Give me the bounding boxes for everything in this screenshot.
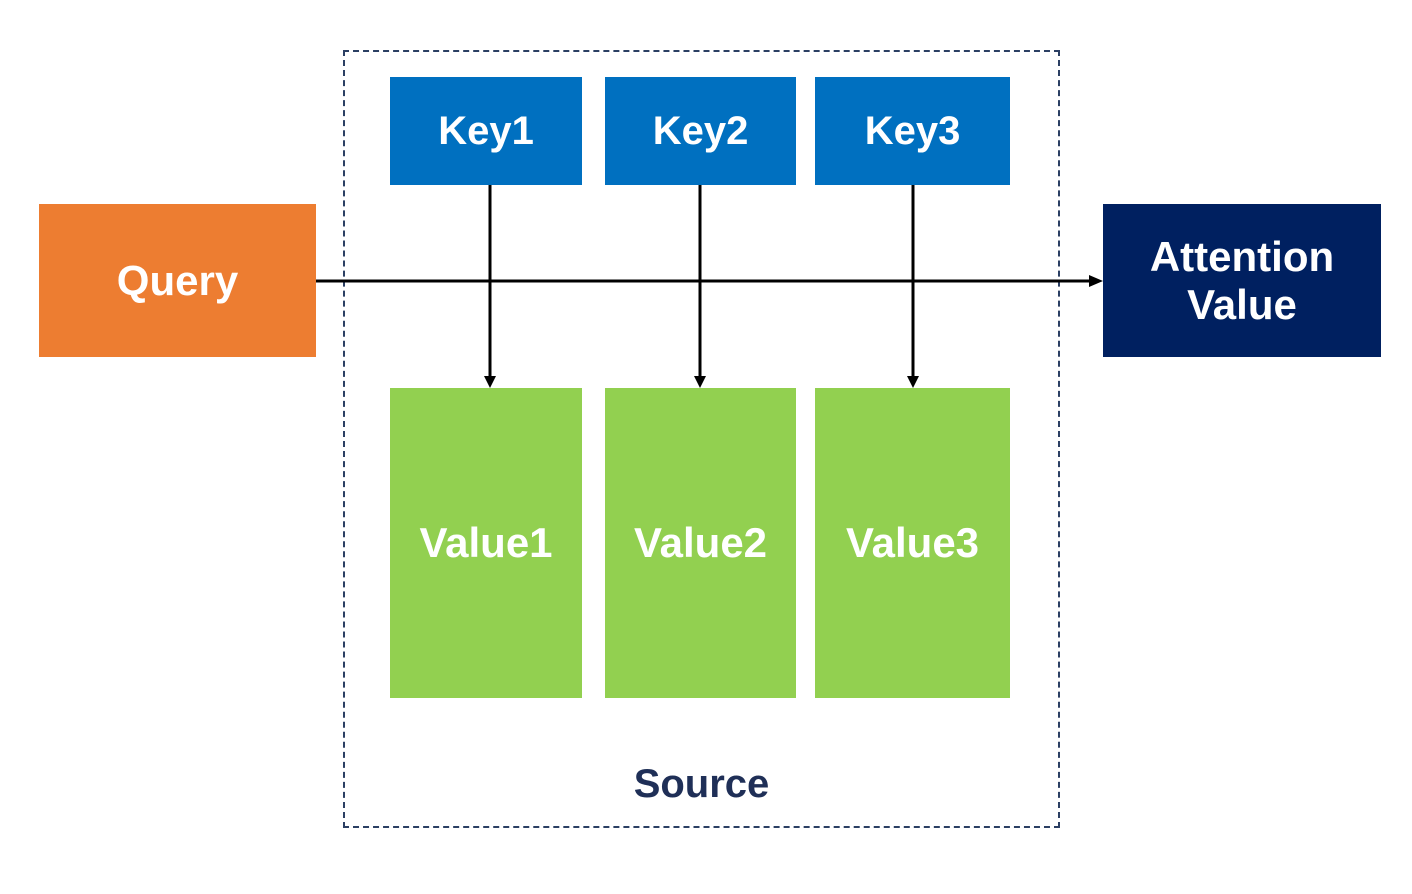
key3-box: Key3 <box>815 77 1010 185</box>
value3-box: Value3 <box>815 388 1010 698</box>
query-label: Query <box>116 256 239 304</box>
value2-label: Value2 <box>633 519 768 567</box>
value1-label: Value1 <box>419 519 553 567</box>
attention-value-label: Attention Value <box>1149 233 1335 328</box>
key1-box: Key1 <box>390 77 582 185</box>
key3-label: Key3 <box>864 108 961 153</box>
attention-value-box: Attention Value <box>1103 204 1381 357</box>
value3-label: Value3 <box>845 519 980 567</box>
attention-arrowhead <box>1089 275 1103 287</box>
source-frame <box>343 50 1060 828</box>
key2-label: Key2 <box>652 108 749 153</box>
key2-box: Key2 <box>605 77 796 185</box>
value1-box: Value1 <box>390 388 582 698</box>
value2-box: Value2 <box>605 388 796 698</box>
source-label: Source <box>633 762 770 806</box>
query-box: Query <box>39 204 316 357</box>
key1-label: Key1 <box>438 108 534 153</box>
